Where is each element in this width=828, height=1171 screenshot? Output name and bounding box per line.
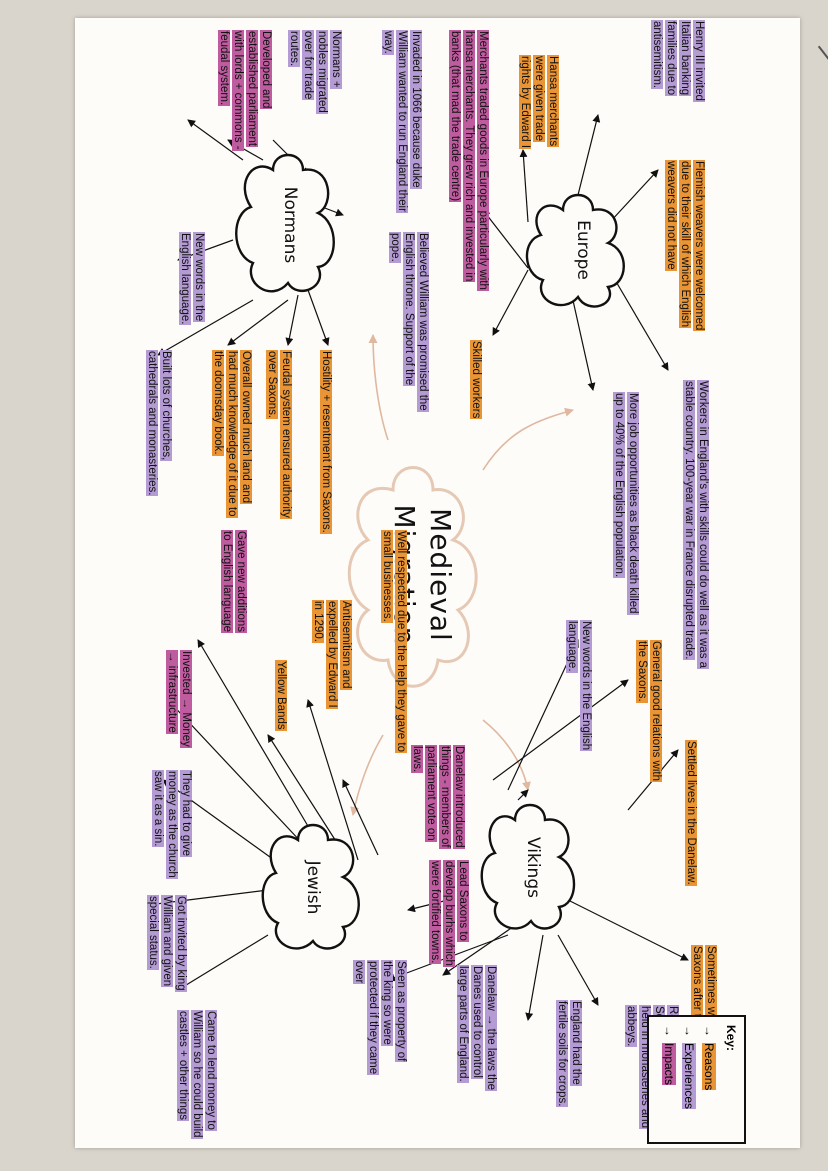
note-danelaw: Danelaw introduced things - members of p…	[411, 745, 465, 849]
normans-title: Normans	[280, 186, 300, 264]
note-parliament: Developed and established parliament wit…	[218, 30, 272, 151]
note-skilled: Skilled workers	[470, 340, 482, 420]
arrow-skilled	[492, 269, 529, 336]
arrow-fertile	[525, 934, 544, 1021]
note-newwords-n: New words in the English language.	[179, 232, 205, 326]
arrow-flemish	[609, 169, 659, 223]
note-theyhad: They had to give money as the church saw…	[152, 770, 192, 879]
arrow-henry	[577, 114, 601, 196]
center-cloud	[347, 466, 478, 688]
note-settled: Settled lives in the Danelaw.	[685, 740, 697, 886]
arrow-gavenew	[197, 639, 329, 861]
note-believed: Believed William was promised the Englis…	[389, 232, 429, 412]
note-hostility: Hostility + resentment from Saxons.	[320, 350, 332, 534]
jewish-cloud	[261, 823, 360, 950]
legend-key: Key: → Reasons → Experiences → Impacts	[647, 1015, 746, 1144]
peach-arrow-vikings	[482, 719, 531, 791]
arrow-hansa	[519, 149, 529, 223]
note-feudal: Feudal system ensured authority over Sax…	[266, 350, 292, 519]
key-experiences-label: Experiences	[682, 1043, 696, 1110]
europe-cloud	[525, 193, 625, 308]
peach-arrow-jewish	[350, 734, 384, 816]
note-overall: Overall owned much land and had much kno…	[212, 350, 252, 518]
note-generalgood: General good relations with the Saxons.	[636, 640, 662, 782]
arrow-parliament	[187, 119, 244, 161]
arrow-generalgood	[492, 679, 629, 781]
note-workers: Workers in England's with skills could d…	[683, 380, 709, 670]
vikings-title: Vikings	[523, 837, 543, 898]
jewish-title: Jewish	[303, 860, 323, 915]
arrow-merchants	[482, 209, 529, 269]
key-title: Key:	[724, 1025, 738, 1052]
note-henry: Henry III invited Italian banking famili…	[651, 20, 705, 102]
normans-cloud	[235, 153, 335, 293]
note-leadsaxons: Lead Saxons to develop burhs which were …	[429, 860, 469, 967]
note-danelawlaws: Danelaw → the laws the Danes used to con…	[457, 965, 497, 1092]
note-churches: Built lots of churches, cathedrals and m…	[146, 350, 172, 497]
arrow-icon: →	[702, 1025, 716, 1037]
note-wellrespected: Well respected due to the help they gave…	[381, 530, 407, 753]
note-invaded: Invaded in 1066 because duke William wan…	[382, 30, 422, 213]
key-row-reasons: → Reasons	[702, 1025, 716, 1091]
arrow-danelaw	[517, 789, 529, 801]
arrow-antisemitism	[306, 699, 359, 861]
note-seenas: Seen as property of the king so were pro…	[353, 960, 407, 1076]
arrow-raided	[557, 934, 599, 1006]
arrow-icon: →	[682, 1025, 696, 1037]
arrow-leadsaxons	[407, 899, 449, 913]
arrow-cametolend	[177, 934, 269, 991]
arrow-workers	[607, 267, 669, 371]
key-reasons-label: Reasons	[702, 1043, 716, 1091]
note-nobles: Normans + nobles migrated over for trade…	[288, 30, 342, 114]
note-englandfertile: England had the fertile soils for crops.	[556, 1000, 582, 1108]
arrow-danelawlaws	[442, 919, 524, 976]
arrow-invested	[167, 699, 319, 861]
note-gotinvited: Got invited by king William and given sp…	[147, 895, 187, 992]
arrow-hostility	[307, 289, 330, 346]
note-merchants: Merchants traded goods in Europe particu…	[449, 30, 489, 291]
arrow-churches	[157, 299, 254, 356]
note-newwords-v: New words in the English language.	[566, 620, 592, 752]
key-impacts-label: Impacts	[662, 1043, 676, 1086]
note-invested: Invested → Money → infrastructure	[166, 650, 192, 748]
note-jobs: More job opportunities as black death ki…	[613, 392, 639, 615]
peach-arrow-europe	[482, 407, 574, 471]
note-flemish: Flemish weavers were welcomed due to the…	[665, 160, 705, 332]
key-row-impacts: → Impacts	[662, 1025, 676, 1086]
arrow-sometimes	[567, 899, 689, 961]
note-gavenew: Gave new additions to English language	[221, 530, 247, 634]
note-cametolend: Came to lend money to William so he coul…	[177, 1010, 217, 1139]
arrow-overall	[227, 299, 289, 346]
peach-arrow-normans	[368, 334, 389, 441]
arrow-feudal	[285, 294, 299, 346]
note-yellow: Yellow Bands	[275, 660, 287, 731]
vikings-cloud	[480, 803, 576, 930]
arrow-icon: →	[662, 1025, 676, 1037]
note-hansa: Hansa merchants were given trade rights …	[519, 55, 559, 150]
note-antisemitism: Antisemitism and expelled by Edward I in…	[312, 600, 352, 709]
key-row-experiences: → Experiences	[682, 1025, 696, 1110]
arrow-wellrespected	[342, 779, 379, 856]
europe-title: Europe	[573, 220, 593, 280]
title-line-1: Medieval	[424, 508, 457, 642]
